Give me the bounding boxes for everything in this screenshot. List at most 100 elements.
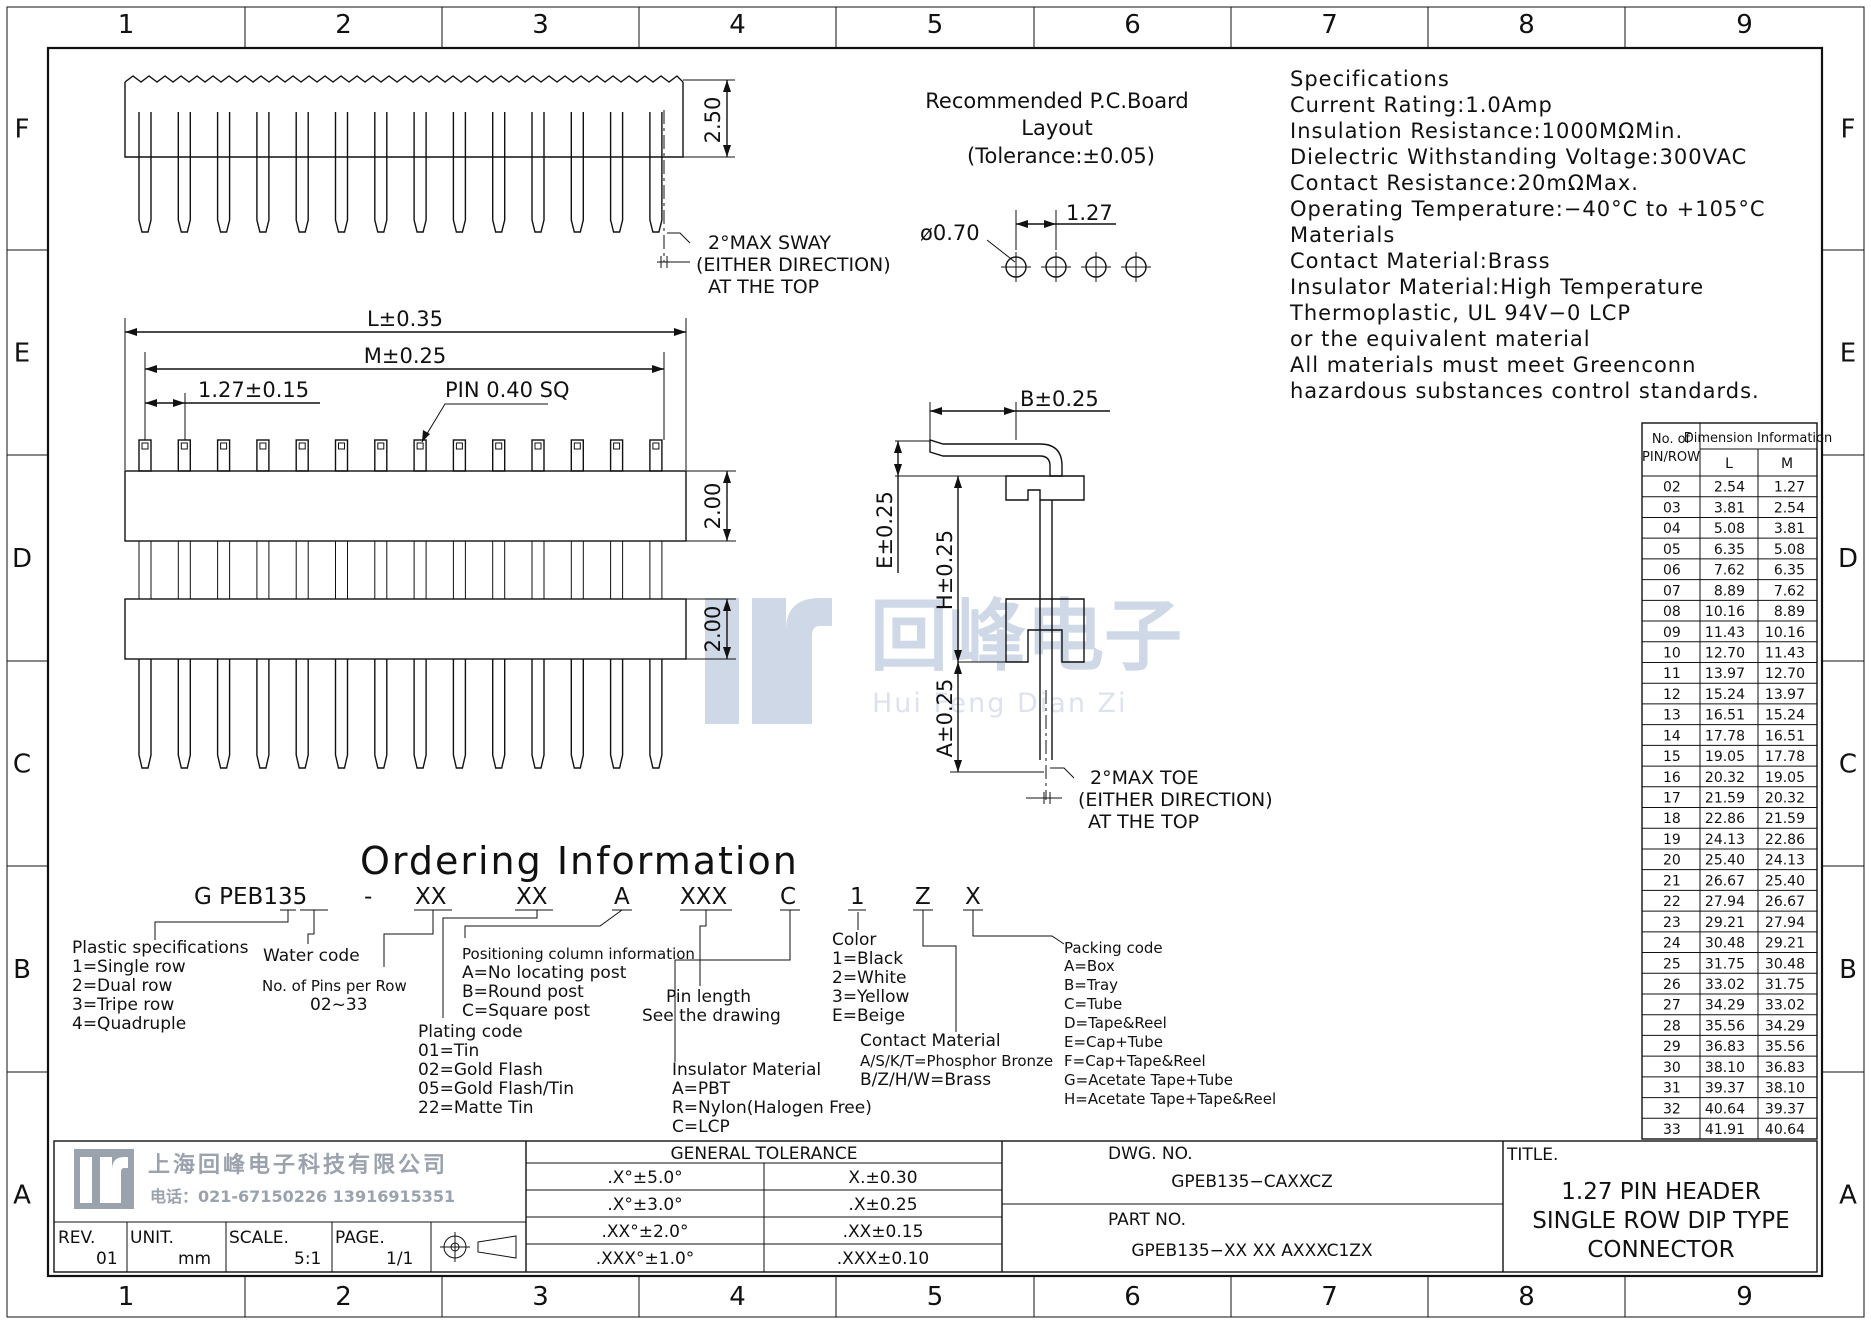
- table-cell: 25: [1663, 956, 1681, 972]
- code-part: G PEB135: [194, 884, 307, 910]
- table-cell: 27.94: [1705, 894, 1745, 910]
- column-label: 8: [1518, 10, 1535, 40]
- row-label: D: [1838, 544, 1858, 574]
- spec-line: Dielectric Withstanding Voltage:300VAC: [1290, 145, 1747, 169]
- pcb-dim-pitch: 1.27: [1066, 201, 1113, 225]
- row-label: B: [1839, 955, 1857, 985]
- table-header-dimension: Dimension Information: [1684, 431, 1832, 446]
- table-cell: 6.35: [1714, 542, 1745, 558]
- table-cell: 7.62: [1714, 563, 1745, 579]
- table-cell: 33: [1663, 1122, 1681, 1138]
- column-label: 6: [1124, 1282, 1141, 1312]
- plastic-spec-line: 4=Quadruple: [72, 1014, 186, 1034]
- contact-line: Contact Material: [860, 1031, 1001, 1051]
- dimension-table: No. of PIN/ROW Dimension Information L M…: [1641, 422, 1832, 1140]
- profile-toe-note-2: (EITHER DIRECTION): [1078, 789, 1273, 811]
- color-line: E=Beige: [832, 1006, 905, 1026]
- table-cell: 26.67: [1765, 894, 1805, 910]
- table-cell: 24.13: [1765, 853, 1805, 869]
- front-pin: [570, 439, 584, 769]
- table-cell: 31.75: [1765, 977, 1805, 993]
- row-label: D: [12, 544, 32, 574]
- table-cell: 12.70: [1765, 666, 1805, 682]
- dwg-value: GPEB135−CAXXCZ: [1171, 1172, 1333, 1192]
- spec-line: Contact Material:Brass: [1290, 249, 1551, 273]
- contact-line: B/Z/H/W=Brass: [860, 1070, 991, 1090]
- front-pin: [295, 439, 309, 769]
- front-dim-pitch: 1.27±0.15: [198, 378, 309, 402]
- profile-toe-note-1: 2°MAX TOE: [1090, 767, 1199, 789]
- front-pin-note: PIN 0.40 SQ: [445, 378, 570, 402]
- row-label: C: [1839, 750, 1857, 780]
- table-cell: 33.02: [1765, 998, 1805, 1014]
- table-cell: 11.43: [1765, 645, 1805, 661]
- pcb-title-3: (Tolerance:±0.05): [967, 144, 1155, 168]
- front-dim-L: L±0.35: [367, 307, 443, 331]
- tolerance-angle: .XXX°±1.0°: [596, 1249, 695, 1269]
- table-cell: 39.37: [1765, 1101, 1805, 1117]
- table-cell: 04: [1663, 521, 1681, 537]
- color-line: 3=Yellow: [832, 987, 909, 1007]
- column-label: 9: [1736, 10, 1753, 40]
- row-label: F: [15, 115, 30, 145]
- table-cell: 35.56: [1765, 1039, 1805, 1055]
- table-cell: 08: [1663, 604, 1681, 620]
- plating-code-line: 05=Gold Flash/Tin: [418, 1079, 574, 1099]
- front-pin: [216, 439, 231, 769]
- table-cell: 1.27: [1774, 480, 1805, 496]
- front-pin: [649, 439, 663, 769]
- plastic-spec-block: Plastic specifications 1=Single row 2=Du…: [72, 938, 249, 1034]
- pcb-hole: [1121, 252, 1151, 282]
- spec-line: All materials must meet Greenconn: [1290, 353, 1696, 377]
- table-cell: 27.94: [1765, 915, 1805, 931]
- table-cell: 29: [1663, 1039, 1681, 1055]
- column-label: 3: [532, 1282, 549, 1312]
- insulator-line: A=PBT: [672, 1079, 731, 1099]
- plastic-spec-line: 1=Single row: [72, 957, 186, 977]
- table-cell: 20.32: [1765, 791, 1805, 807]
- contact-block: Contact Material A/S/K/T=Phosphor Bronze…: [860, 1031, 1053, 1090]
- table-cell: 05: [1663, 542, 1681, 558]
- color-line: 2=White: [832, 968, 907, 988]
- column-label: 5: [927, 10, 944, 40]
- ordering-title: Ordering Information: [360, 839, 799, 883]
- plating-code-line: 01=Tin: [418, 1041, 479, 1061]
- front-pin: [452, 439, 467, 769]
- row-label: A: [13, 1181, 31, 1211]
- column-label: 2: [335, 1282, 352, 1312]
- table-cell: 13.97: [1705, 666, 1745, 682]
- pcb-title-1: Recommended P.C.Board: [925, 89, 1188, 113]
- positioning-block: Positioning column information A=No loca…: [462, 945, 695, 1021]
- table-cell: 15: [1663, 749, 1681, 765]
- profile-dim-B: B±0.25: [1020, 387, 1099, 411]
- table-cell: 11.43: [1705, 625, 1745, 641]
- table-cell: 26.67: [1705, 873, 1745, 889]
- plating-code-line: 22=Matte Tin: [418, 1098, 534, 1118]
- positioning-line: B=Round post: [462, 982, 584, 1002]
- table-cell: 17.78: [1765, 749, 1805, 765]
- pcb-title-2: Layout: [1021, 116, 1092, 140]
- rev-value: 01: [96, 1249, 118, 1269]
- side-pin: [413, 112, 427, 233]
- table-cell: 18: [1663, 811, 1681, 827]
- profile-dim-E: E±0.25: [873, 491, 897, 569]
- packing-line: B=Tray: [1064, 976, 1118, 994]
- table-cell: 34.29: [1705, 998, 1745, 1014]
- column-label: 4: [729, 10, 746, 40]
- side-pin: [374, 112, 388, 233]
- part-value: GPEB135−XX XX AXXXC1ZX: [1131, 1241, 1373, 1261]
- table-cell: 27: [1663, 998, 1681, 1014]
- tolerance-angle: .X°±3.0°: [607, 1195, 682, 1215]
- table-cell: 34.29: [1765, 1018, 1805, 1034]
- table-cell: 3.81: [1774, 521, 1805, 537]
